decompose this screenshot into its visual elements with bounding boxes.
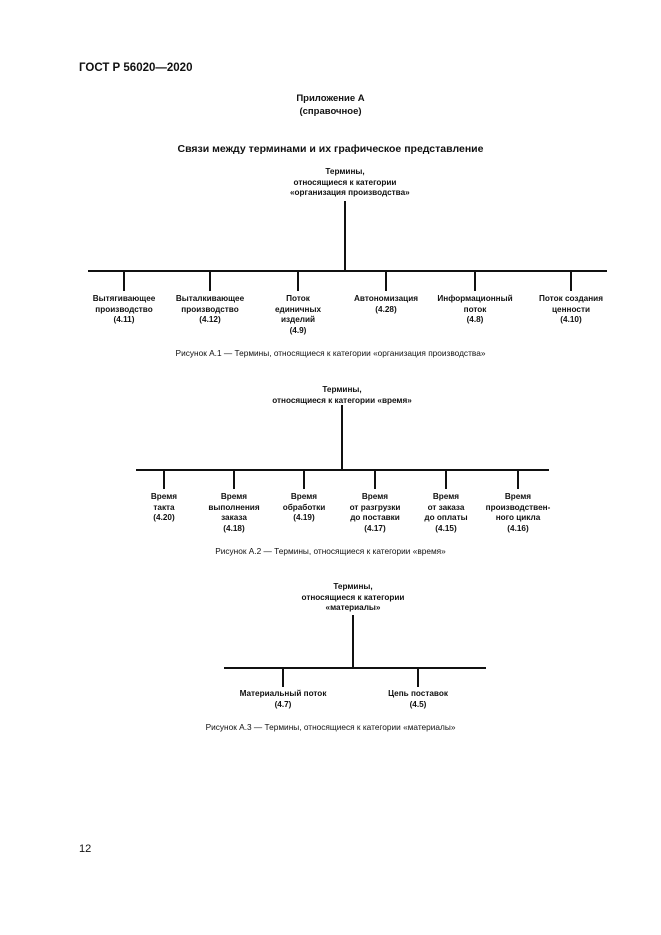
leaf-line: такта bbox=[153, 502, 175, 512]
figure-2-leaf: Время выполнения заказа (4.18) bbox=[179, 492, 289, 534]
leaf-line: Информационный bbox=[437, 294, 513, 303]
figure-1-leaf: Вытягивающее производство (4.11) bbox=[69, 294, 179, 326]
figure-1-root: Термины, относящиеся к категории «органи… bbox=[290, 167, 410, 199]
leaf-line: ценности bbox=[552, 304, 590, 314]
appendix-subtitle: (справочное) bbox=[299, 106, 362, 117]
figure-1-leaf: Автономизация (4.28) bbox=[331, 294, 441, 315]
leaf-line: Вытягивающее bbox=[92, 294, 156, 303]
leaf-line: (4.7) bbox=[274, 699, 292, 709]
figure-3-leaf: Цепь поставок (4.5) bbox=[363, 689, 473, 710]
leaf-line: (4.8) bbox=[466, 315, 484, 324]
figure-2-caption: Рисунок А.2 — Термины, относящиеся к кат… bbox=[215, 546, 446, 556]
figure-3-leaf: Материальный поток (4.7) bbox=[228, 689, 338, 710]
leaf-line: Время bbox=[290, 492, 318, 501]
leaf-line: (4.15) bbox=[435, 523, 457, 533]
page-number: 12 bbox=[79, 843, 92, 855]
figure-1-leaf: Поток единичных изделий (4.9) bbox=[243, 294, 353, 336]
leaf-line: выполнения bbox=[208, 502, 260, 512]
figure-3-caption: Рисунок А.3 — Термины, относящиеся к кат… bbox=[205, 722, 456, 732]
section-title: Связи между терминами и их графическое п… bbox=[177, 143, 484, 155]
leaf-line: (4.11) bbox=[113, 315, 135, 324]
figure-3-root: Термины, относящиеся к категории «матери… bbox=[298, 582, 408, 614]
root-line: относящиеся к категории bbox=[301, 592, 405, 602]
leaf-line: (4.16) bbox=[507, 523, 529, 533]
leaf-line: (4.12) bbox=[199, 315, 221, 324]
root-line: Термины, bbox=[333, 582, 373, 591]
leaf-line: заказа bbox=[221, 513, 247, 522]
standard-header: ГОСТ Р 56020—2020 bbox=[79, 62, 193, 74]
leaf-line: от заказа bbox=[427, 502, 465, 512]
leaf-line: Время bbox=[504, 492, 532, 501]
leaf-line: Время bbox=[361, 492, 389, 501]
leaf-line: производство bbox=[181, 304, 239, 314]
leaf-line: Поток bbox=[286, 294, 310, 303]
figure-2-connectors bbox=[136, 405, 549, 489]
figure-2-leaf: Время такта (4.20) bbox=[109, 492, 219, 524]
root-line: «организация производства» bbox=[290, 188, 410, 197]
leaf-line: (4.10) bbox=[560, 315, 582, 324]
figure-1-leaf: Выталкивающее производство (4.12) bbox=[155, 294, 265, 326]
root-line: относящиеся к категории bbox=[293, 177, 397, 187]
leaf-line: Автономизация bbox=[353, 294, 419, 303]
leaf-line: (4.19) bbox=[293, 513, 315, 522]
leaf-line: до поставки bbox=[350, 513, 400, 522]
leaf-line: Материальный поток bbox=[239, 689, 327, 698]
leaf-line: Поток создания bbox=[539, 294, 603, 303]
leaf-line: от разгрузки bbox=[349, 502, 401, 512]
figure-1-leaf: Информационный поток (4.8) bbox=[420, 294, 530, 326]
leaf-line: (4.20) bbox=[153, 513, 175, 522]
figure-2-leaf: Время от разгрузки до поставки (4.17) bbox=[320, 492, 430, 534]
leaf-line: (4.9) bbox=[289, 325, 307, 335]
appendix-heading: Приложение А (справочное) bbox=[0, 92, 661, 118]
figure-2-leaf: Время производствен- ного цикла (4.16) bbox=[463, 492, 573, 534]
appendix-title: Приложение А bbox=[296, 93, 365, 104]
leaf-line: (4.5) bbox=[409, 699, 427, 709]
figure-3-connectors bbox=[224, 615, 486, 687]
leaf-line: единичных bbox=[274, 304, 321, 314]
root-line: Термины, bbox=[325, 167, 365, 176]
leaf-line: (4.28) bbox=[375, 304, 397, 314]
leaf-line: поток bbox=[463, 304, 487, 314]
figure-2-leaf: Время от заказа до оплаты (4.15) bbox=[391, 492, 501, 534]
leaf-line: обработки bbox=[282, 502, 326, 512]
leaf-line: производствен- bbox=[485, 502, 551, 512]
root-line: «материалы» bbox=[325, 603, 381, 612]
leaf-line: Цепь поставок bbox=[388, 689, 448, 698]
leaf-line: Выталкивающее bbox=[175, 294, 245, 303]
figure-2-leaf: Время обработки (4.19) bbox=[249, 492, 359, 524]
figure-1-caption: Рисунок А.1 — Термины, относящиеся к кат… bbox=[175, 348, 486, 358]
figure-1-leaf: Поток создания ценности (4.10) bbox=[516, 294, 626, 326]
leaf-line: Время bbox=[150, 492, 178, 501]
leaf-line: (4.18) bbox=[223, 523, 245, 533]
figure-2-root: Термины, относящиеся к категории «время» bbox=[267, 385, 417, 406]
figure-1-connectors bbox=[88, 201, 607, 291]
root-line: Термины, bbox=[322, 385, 362, 394]
leaf-line: Время bbox=[220, 492, 248, 501]
leaf-line: производство bbox=[95, 304, 153, 314]
leaf-line: (4.17) bbox=[364, 523, 386, 533]
root-line: относящиеся к категории «время» bbox=[272, 395, 412, 405]
leaf-line: Время bbox=[432, 492, 460, 501]
leaf-line: до оплаты bbox=[424, 513, 468, 522]
leaf-line: ного цикла bbox=[495, 513, 541, 522]
leaf-line: изделий bbox=[280, 315, 316, 324]
